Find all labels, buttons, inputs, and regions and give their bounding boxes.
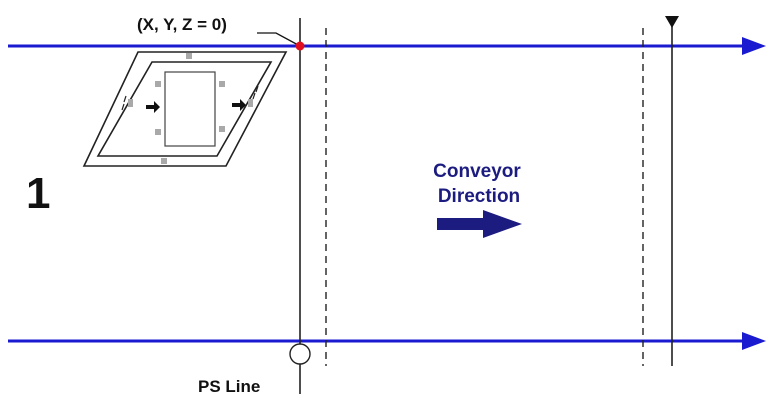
part-rectangle	[164, 71, 216, 147]
ps-sensor-circle-icon	[289, 343, 311, 365]
ps-line-label: PS Line	[198, 377, 260, 396]
conveyor-direction-label-line2: Direction	[438, 186, 520, 207]
tray-parallelogram	[82, 51, 288, 167]
conveyor-direction-label-line1: Conveyor	[433, 161, 521, 182]
push-arrow-right-icon	[146, 101, 160, 113]
bottom-conveyor-arrow-icon	[742, 332, 766, 350]
top-conveyor-arrow-icon	[742, 37, 766, 55]
push-arrow-right-icon	[232, 99, 246, 111]
down-triangle-marker-icon	[665, 16, 679, 28]
origin-label: (X, Y, Z = 0)	[137, 15, 227, 34]
step-number: 1	[26, 169, 50, 218]
origin-point	[295, 41, 305, 51]
origin-leader-line	[257, 32, 301, 47]
direction-arrow-icon	[437, 210, 522, 238]
